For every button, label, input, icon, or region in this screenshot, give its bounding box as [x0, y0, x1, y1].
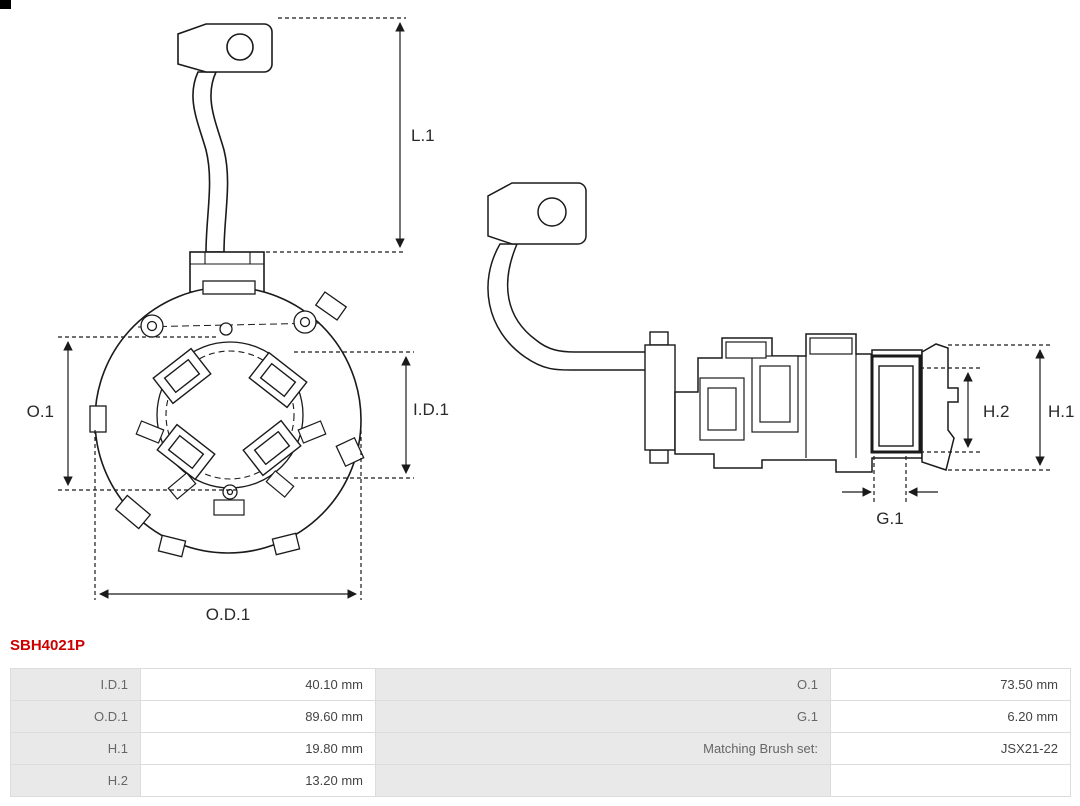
spec-value: 19.80 mm — [140, 732, 376, 765]
mount-clip-side — [644, 331, 676, 464]
corner-mark — [0, 0, 11, 9]
dimension-H1 — [948, 344, 1052, 471]
technical-drawing: L.1 O.1 I.D.1 O.D.1 — [27, 17, 1074, 624]
spec-row: I.D.1 40.10 mm O.1 73.50 mm — [10, 668, 1071, 701]
spec-row: H.2 13.20 mm — [10, 764, 1071, 797]
spec-label: H.2 — [10, 764, 141, 797]
dimension-label-H1: H.1 — [1048, 402, 1074, 421]
spec-value: 13.20 mm — [140, 764, 376, 797]
spec-label: I.D.1 — [10, 668, 141, 701]
wire-lead-side — [487, 243, 649, 371]
hook-bracket-side — [921, 343, 959, 471]
dimension-OD1 — [94, 430, 362, 600]
technical-drawing-svg: L.1 O.1 I.D.1 O.D.1 — [27, 17, 1074, 624]
dimension-ID1 — [294, 351, 414, 479]
spec-row: H.1 19.80 mm Matching Brush set: JSX21-2… — [10, 732, 1071, 765]
holder-body-details — [699, 337, 857, 458]
spec-label: H.1 — [10, 732, 141, 765]
inner-diameter-dashed-circle — [165, 350, 295, 480]
spec-row: O.D.1 89.60 mm G.1 6.20 mm — [10, 700, 1071, 733]
side-view-drawing — [487, 182, 959, 473]
dimension-label-OD1: O.D.1 — [206, 605, 250, 624]
spec-label: O.D.1 — [10, 700, 141, 733]
part-number: SBH4021P — [10, 637, 86, 654]
wire-lead-front — [192, 71, 229, 253]
spec-label: O.1 — [375, 668, 831, 701]
spec-label — [375, 764, 831, 797]
spec-value — [830, 764, 1071, 797]
dimension-label-G1: G.1 — [876, 509, 903, 528]
dimension-label-ID1: I.D.1 — [413, 400, 449, 419]
spec-value: 6.20 mm — [830, 700, 1071, 733]
terminal-bracket-front — [177, 23, 273, 73]
spec-value: 40.10 mm — [140, 668, 376, 701]
dimension-label-L1: L.1 — [411, 126, 435, 145]
spec-value: 73.50 mm — [830, 668, 1071, 701]
rivet-holes-front — [137, 310, 321, 500]
brush-boxes-front — [152, 347, 308, 481]
carbon-brush-side — [870, 354, 922, 454]
spec-value: JSX21-22 — [830, 732, 1071, 765]
terminal-bracket-side — [487, 182, 587, 245]
spec-value: 89.60 mm — [140, 700, 376, 733]
front-view-drawing — [89, 23, 365, 558]
dimension-O1 — [58, 336, 240, 491]
dimension-label-H2: H.2 — [983, 402, 1009, 421]
spec-label: Matching Brush set: — [375, 732, 831, 765]
spec-table: I.D.1 40.10 mm O.1 73.50 mm O.D.1 89.60 … — [10, 668, 1071, 797]
dimension-label-O1: O.1 — [27, 402, 54, 421]
spec-label: G.1 — [375, 700, 831, 733]
dimension-L1 — [266, 17, 406, 253]
dimension-H2 — [920, 367, 982, 453]
dimension-G1 — [842, 456, 938, 502]
spring-slots-front — [135, 420, 327, 516]
